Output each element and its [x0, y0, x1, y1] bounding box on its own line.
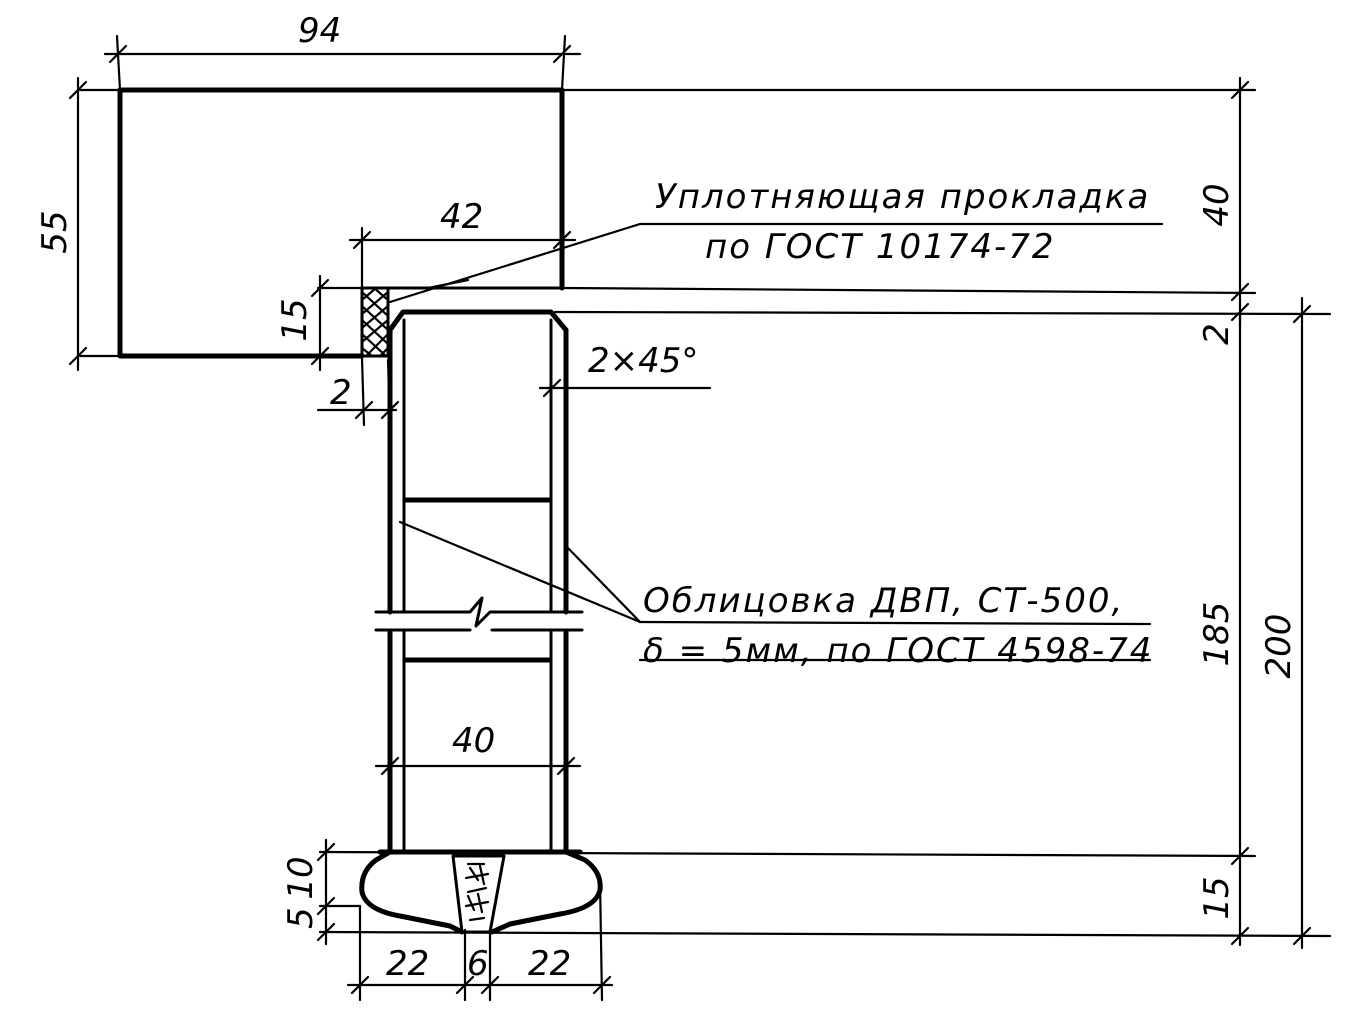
dim-frame-width: 42	[440, 197, 483, 237]
dim-right-upper: 40	[1197, 183, 1237, 226]
gasket-note-line2: по ГОСТ 10174-72	[705, 227, 1056, 267]
facing-note-line2: δ = 5мм, по ГОСТ 4598-74	[643, 631, 1153, 671]
dim-total-height: 200	[1259, 614, 1299, 679]
dim-chamfer: 2×45°	[588, 341, 698, 381]
dim-gasket-height: 15	[275, 298, 315, 341]
dim-bottom-10: 10	[281, 856, 321, 899]
dim-bottom-right: 15	[1197, 876, 1237, 919]
leader-lines	[388, 222, 1164, 662]
dim-bottom-5: 5	[281, 907, 321, 929]
bottom-bead	[359, 849, 603, 935]
dim-panel-height: 185	[1197, 602, 1237, 667]
dim-top-width: 94	[298, 11, 341, 51]
gasket-note-line1: Уплотняющая прокладка	[655, 177, 1150, 217]
door-panel	[374, 309, 584, 855]
dim-panel-width: 40	[452, 721, 495, 761]
facing-note-line1: Облицовка ДВП, СТ-500,	[643, 581, 1124, 621]
dimension-lines	[68, 44, 1312, 995]
dim-bottom-mid-6: 6	[467, 944, 489, 984]
upper-frame-block	[117, 87, 565, 359]
dim-bottom-left-22: 22	[386, 944, 429, 984]
dim-bottom-right-22: 22	[528, 944, 571, 984]
sealing-gasket	[360, 286, 390, 358]
dim-gap-right: 2	[1197, 323, 1237, 345]
dim-gasket-gap: 2	[330, 373, 352, 413]
dim-top-height: 55	[35, 210, 75, 253]
